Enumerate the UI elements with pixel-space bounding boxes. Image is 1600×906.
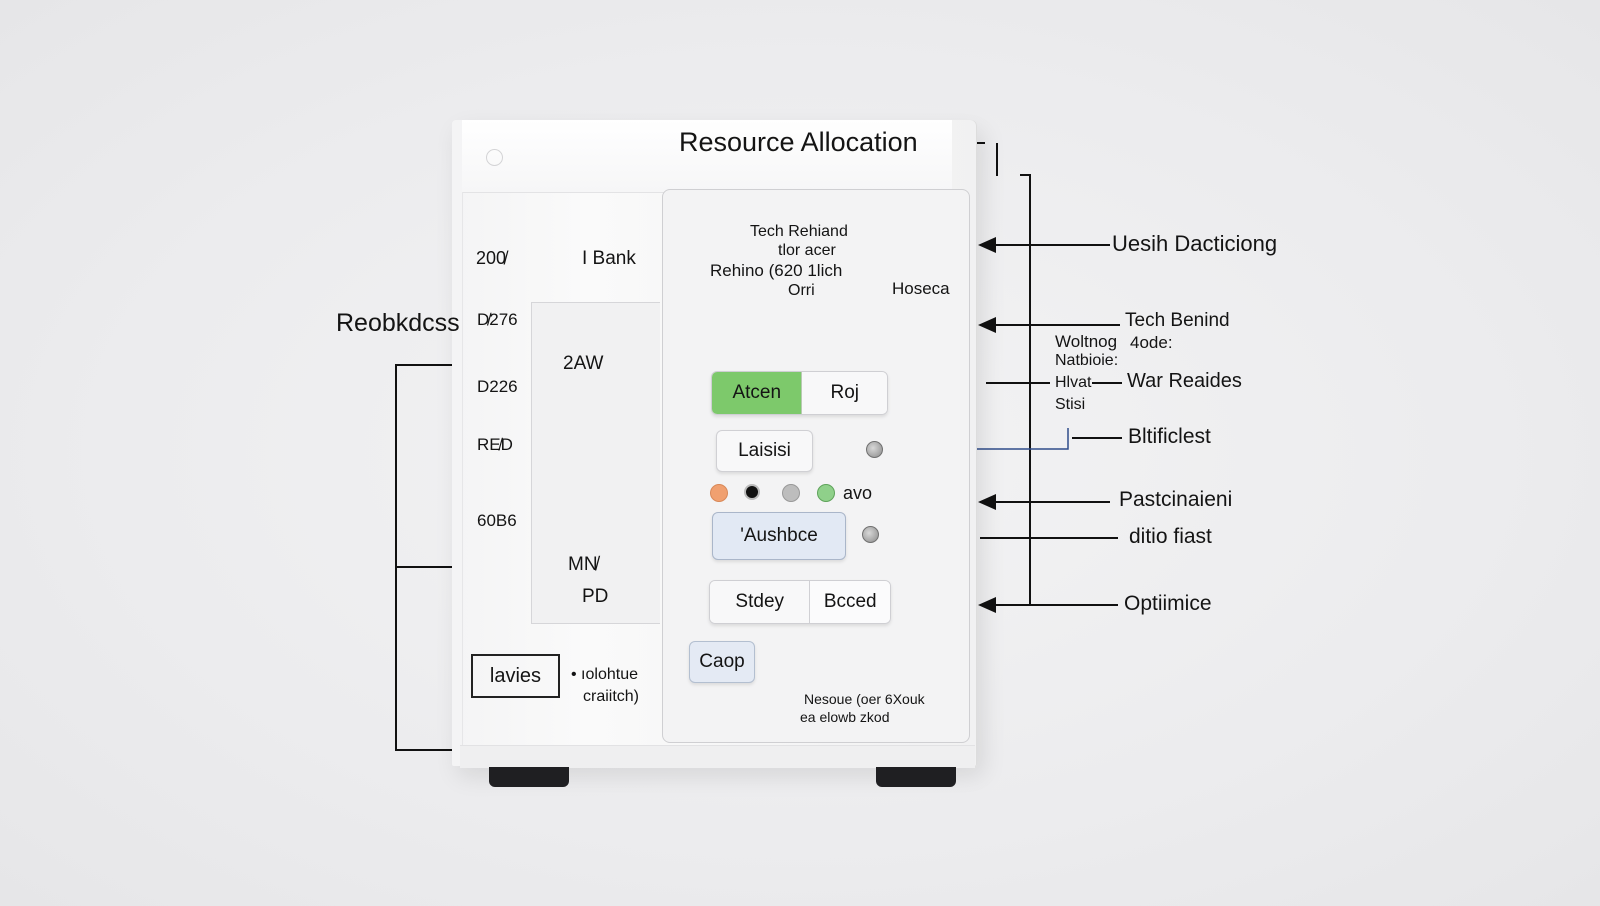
right-label-2b-1: Woltnog bbox=[1055, 332, 1118, 351]
toggle-knob-upper[interactable] bbox=[866, 441, 883, 458]
panel-text-line-3: Rehino (620 1lich bbox=[710, 261, 843, 280]
left-label-4: D226 bbox=[477, 377, 518, 396]
panel-note-1: Nesoue (oer 6Xouk bbox=[804, 691, 925, 707]
small-button[interactable]: Caop bbox=[689, 641, 755, 683]
legend-note-2: craiitch) bbox=[583, 688, 640, 705]
selected-button[interactable]: 'Aushbce bbox=[712, 512, 846, 560]
right-label-2b-3: Hlvat bbox=[1055, 374, 1092, 391]
legend-note-1: • ıolohtue bbox=[571, 666, 638, 683]
left-label-7: MN̸ bbox=[568, 554, 598, 575]
panel-side-note: Hoseca bbox=[892, 279, 950, 298]
status-dot-orange bbox=[710, 484, 728, 502]
right-label-2c: 4ode: bbox=[1130, 333, 1173, 352]
panel-text-line-2: tlor acer bbox=[778, 242, 836, 259]
right-label-4: Bltificlest bbox=[1128, 425, 1211, 448]
right-label-2: Tech Benind bbox=[1125, 310, 1230, 331]
right-label-2b-4: Stisi bbox=[1055, 396, 1086, 413]
dots-label: avo bbox=[843, 483, 873, 503]
right-label-5: Pastcinaieni bbox=[1119, 488, 1233, 511]
device-foot-left bbox=[489, 767, 569, 787]
middle-button[interactable]: Laisisi bbox=[716, 430, 813, 472]
toggle-knob[interactable] bbox=[862, 526, 879, 543]
left-label-3: 2AW bbox=[563, 353, 604, 374]
segmented-control-mode: Atcen Roj bbox=[711, 371, 888, 415]
power-icon[interactable] bbox=[486, 149, 503, 166]
legend-box: lavies bbox=[471, 654, 560, 698]
status-dot-grey[interactable] bbox=[782, 484, 800, 502]
seg-option-right[interactable]: Roj bbox=[802, 372, 887, 414]
diagram-title: Resource Allocation bbox=[679, 127, 918, 157]
right-label-7: Optiimice bbox=[1124, 592, 1212, 615]
panel-text-line-4: Orri bbox=[788, 282, 815, 299]
left-label-8: PD bbox=[582, 586, 609, 607]
right-label-2b-2: Natbioie: bbox=[1055, 352, 1119, 369]
status-dot-green[interactable] bbox=[817, 484, 835, 502]
right-bracket bbox=[1020, 174, 1031, 605]
left-group-title: Reobkdcss bbox=[336, 309, 460, 337]
device-base bbox=[460, 745, 975, 768]
device-top-face bbox=[462, 120, 952, 193]
segmented-control-2: Stdey Bcced bbox=[709, 580, 891, 624]
left-sub-panel bbox=[531, 302, 660, 624]
right-label-1: Uesih Dacticiong bbox=[1112, 231, 1278, 256]
device-foot-right bbox=[876, 767, 956, 787]
right-label-6: ditio fiast bbox=[1129, 525, 1212, 548]
left-label-2: D̸276 bbox=[477, 310, 518, 329]
status-dot-black[interactable] bbox=[744, 484, 760, 500]
seg-option-left[interactable]: Atcen bbox=[712, 372, 803, 414]
right-label-3: War Reaides bbox=[1127, 370, 1242, 392]
left-label-5: RE̸D bbox=[477, 435, 513, 454]
panel-text-line-1: Tech Rehiand bbox=[750, 223, 848, 240]
left-label-1: 200̸ bbox=[476, 248, 507, 268]
panel-note-2: ea elowb zkod bbox=[800, 709, 890, 725]
left-label-1-target: I Bank bbox=[582, 248, 636, 269]
seg2-option-right[interactable]: Bcced bbox=[810, 581, 890, 623]
seg2-option-left[interactable]: Stdey bbox=[710, 581, 811, 623]
left-label-6: 60B6 bbox=[477, 511, 517, 530]
device-edge bbox=[462, 192, 463, 752]
